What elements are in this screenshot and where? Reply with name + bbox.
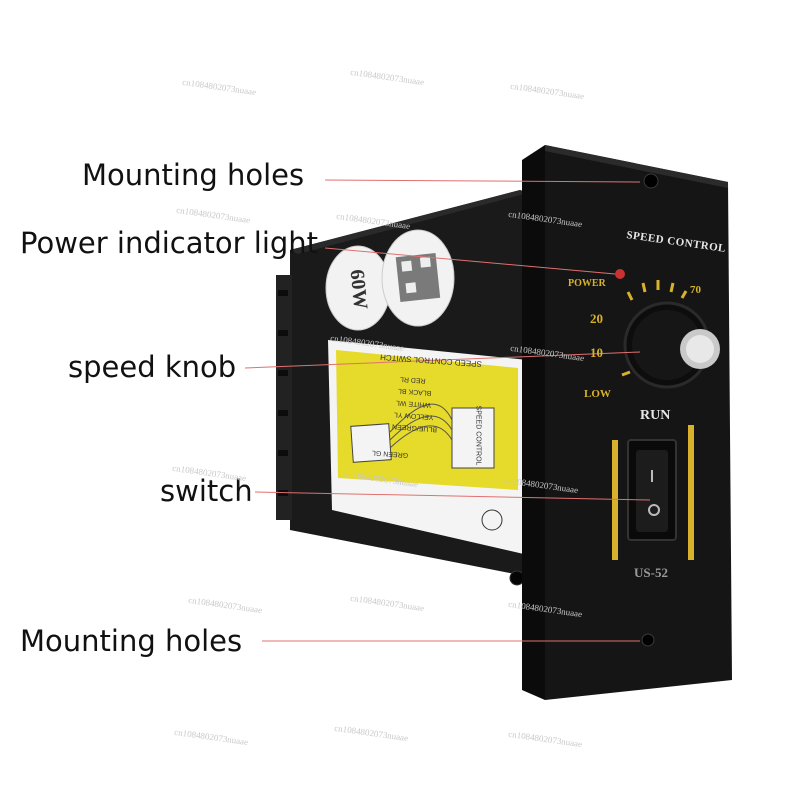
dial-scale bbox=[621, 280, 688, 377]
front-panel bbox=[522, 145, 732, 700]
callout-mounting-holes-bottom: Mounting holes bbox=[20, 624, 243, 658]
dial-label-70: 70 bbox=[690, 284, 701, 296]
callout-power-indicator-light: Power indicator light bbox=[20, 226, 319, 260]
run-label: RUN bbox=[640, 408, 671, 423]
speed-knob[interactable] bbox=[623, 301, 720, 389]
wiring-label bbox=[328, 340, 528, 555]
callout-switch: switch bbox=[160, 474, 253, 508]
callout-mounting-holes-top: Mounting holes bbox=[82, 158, 305, 192]
dial-label-low: LOW bbox=[584, 388, 611, 400]
callout-lines bbox=[244, 179, 651, 642]
dial-label-10: 10 bbox=[590, 345, 603, 360]
qr-sticker bbox=[381, 229, 455, 327]
model-label: US-52 bbox=[634, 565, 668, 580]
cooling-fins bbox=[276, 275, 292, 520]
label-box-text: SPEED CONTROL bbox=[474, 405, 482, 466]
dial-label-20: 20 bbox=[590, 311, 603, 326]
power-label: POWER bbox=[568, 278, 606, 289]
bottom-mounting-hole bbox=[641, 633, 655, 647]
top-mounting-hole bbox=[643, 173, 659, 189]
rocker-switch[interactable] bbox=[627, 439, 677, 541]
power-indicator-light bbox=[615, 269, 625, 279]
callout-speed-knob: speed knob bbox=[68, 350, 237, 384]
side-screw-hole bbox=[509, 570, 525, 586]
